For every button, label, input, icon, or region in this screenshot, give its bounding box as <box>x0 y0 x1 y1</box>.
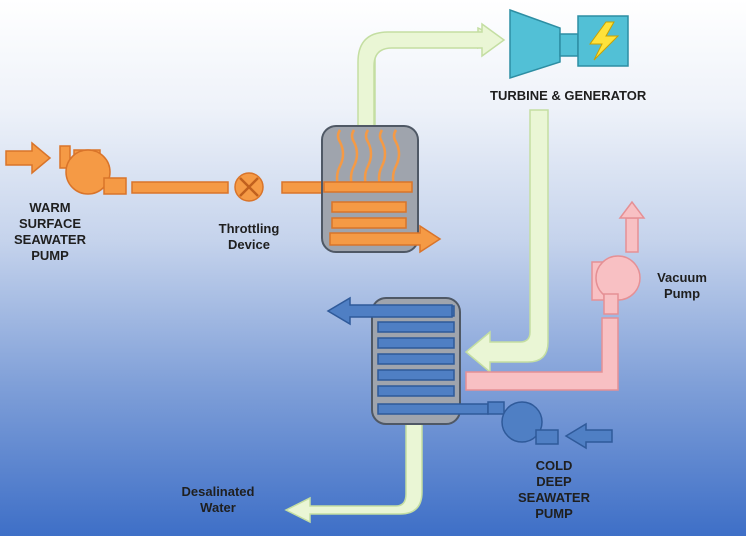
vacuum-pump-label: Vacuum Pump <box>657 270 707 301</box>
warm-input-arrow <box>5 141 52 175</box>
cold-output-arrow <box>326 296 453 326</box>
warm-pump-label: WARM SURFACE SEAWATER PUMP <box>14 200 86 263</box>
vapor-pipe-to-condenser <box>464 109 549 374</box>
desalinated-water-label: Desalinated Water <box>181 484 255 515</box>
turbine-generator-label: TURBINE & GENERATOR <box>490 88 647 103</box>
cold-inlet-pipe <box>377 403 489 415</box>
warm-output-arrow <box>329 224 442 254</box>
warm-surface-pump-icon <box>59 145 127 195</box>
cold-input-arrow <box>564 422 613 450</box>
lightning-bolt-icon <box>589 21 620 61</box>
vacuum-pump-icon <box>591 200 646 315</box>
warm-pipe-2 <box>281 181 325 194</box>
turbine-generator-icon <box>509 8 629 80</box>
throttling-device-label: Throttling Device <box>218 221 280 252</box>
vapor-pipe-body <box>357 22 506 131</box>
throttling-device-icon <box>234 172 264 202</box>
warm-pipe-1 <box>131 181 229 194</box>
desalinated-pipe <box>284 419 423 524</box>
cold-deep-pump-label: COLD DEEP SEAWATER PUMP <box>518 458 590 521</box>
vacuum-line <box>465 317 619 391</box>
evaporator-vessel <box>321 125 419 253</box>
cold-deep-pump-icon <box>487 401 559 445</box>
